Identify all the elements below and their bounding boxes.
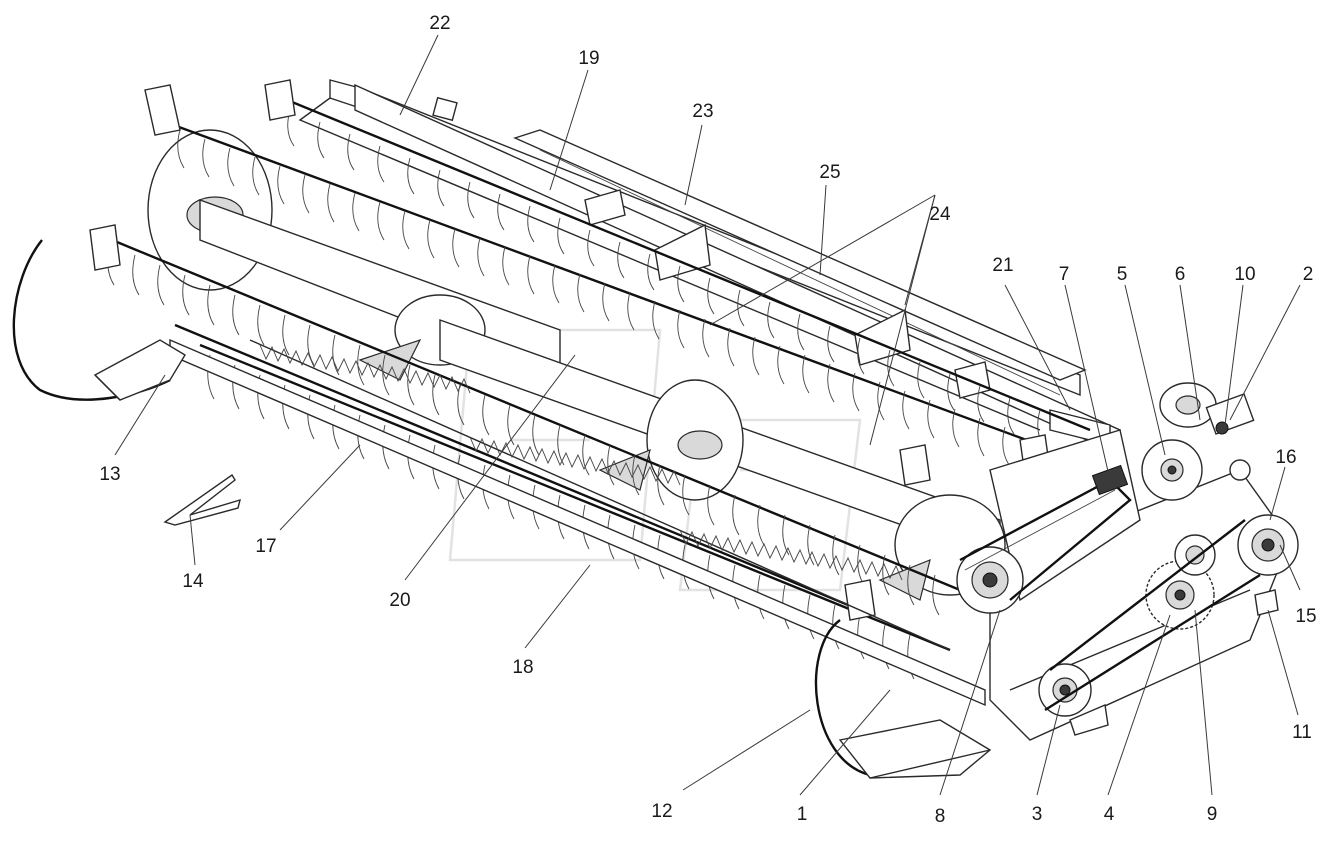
callout-16: 16 <box>1275 447 1296 468</box>
callout-15: 15 <box>1295 606 1316 627</box>
leader-11 <box>1267 609 1299 716</box>
callout-9: 9 <box>1207 804 1218 825</box>
leader-7 <box>1064 284 1111 481</box>
leader-6 <box>1179 284 1201 421</box>
callout-10: 10 <box>1234 264 1255 285</box>
leader-21 <box>1004 284 1071 411</box>
callout-labels: 1 2 3 4 5 6 7 8 9 10 11 12 13 14 15 16 1… <box>99 13 1316 827</box>
callout-1: 1 <box>797 804 808 825</box>
callout-8: 8 <box>935 806 946 827</box>
leader-24b <box>869 194 936 446</box>
callout-4: 4 <box>1104 804 1115 825</box>
callout-20: 20 <box>389 590 410 611</box>
left-divider <box>12 239 186 401</box>
auger <box>147 129 1006 601</box>
leader-3 <box>1036 704 1061 796</box>
callout-21: 21 <box>992 255 1013 276</box>
leader-24a <box>709 194 936 326</box>
callout-18: 18 <box>512 657 533 678</box>
leader-8 <box>939 609 1001 796</box>
callout-2: 2 <box>1303 264 1314 285</box>
leader-5 <box>1124 284 1166 456</box>
leader-9 <box>1194 609 1213 796</box>
leader-15 <box>1279 544 1301 591</box>
callout-11: 11 <box>1292 722 1312 743</box>
callout-7: 7 <box>1059 264 1070 285</box>
leader-20 <box>404 354 576 581</box>
leader-4 <box>1107 614 1171 796</box>
side-drive <box>956 382 1299 741</box>
leader-24c <box>904 194 936 306</box>
callout-6: 6 <box>1175 264 1186 285</box>
callout-5: 5 <box>1117 264 1128 285</box>
leader-25 <box>819 184 827 276</box>
leader-13 <box>114 374 166 456</box>
callout-22: 22 <box>429 13 450 34</box>
leader-22 <box>399 34 439 116</box>
knife-guard-part-14 <box>163 473 241 526</box>
leader-16 <box>1269 466 1286 521</box>
callout-25: 25 <box>819 162 840 183</box>
leader-17 <box>279 444 361 531</box>
leader-10 <box>1224 284 1244 426</box>
leader-1 <box>799 689 891 796</box>
leader-19 <box>549 69 589 191</box>
callout-23: 23 <box>692 101 713 122</box>
callout-24: 24 <box>929 204 951 225</box>
callout-14: 14 <box>182 571 204 592</box>
leader-23 <box>684 124 703 206</box>
reel <box>89 79 1091 680</box>
leader-lines <box>114 34 1301 796</box>
callout-17: 17 <box>255 536 276 557</box>
right-divider <box>814 619 992 779</box>
callout-12: 12 <box>651 801 672 822</box>
leader-12 <box>682 709 811 791</box>
callout-19: 19 <box>578 48 599 69</box>
leader-18 <box>524 564 591 649</box>
callout-3: 3 <box>1032 804 1043 825</box>
callout-13: 13 <box>99 464 120 485</box>
leader-14 <box>189 514 196 566</box>
leader-2 <box>1229 284 1301 421</box>
